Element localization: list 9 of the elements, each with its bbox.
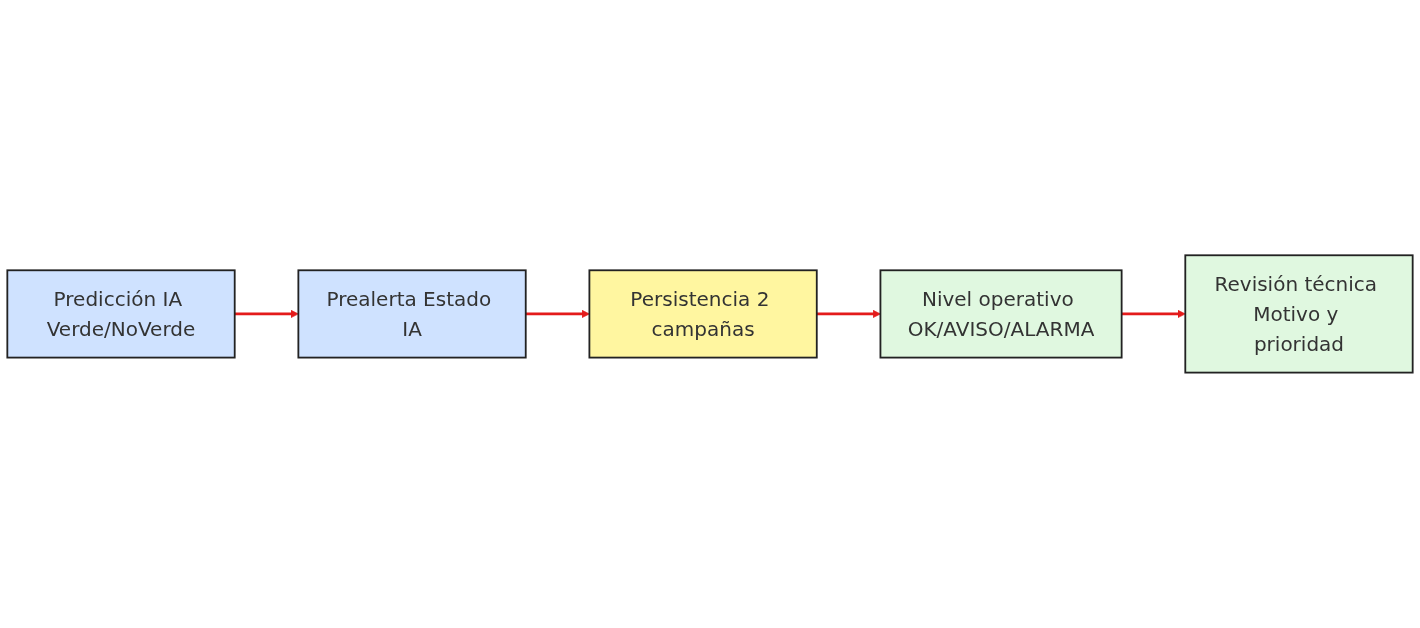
arrow [234, 310, 299, 318]
node-box: Nivel operativo OK/AVISO/ALARMA [879, 269, 1123, 359]
node-box: Revisión técnica Motivo y prioridad [1184, 254, 1414, 374]
node-box: Predicción IA Verde/NoVerde [6, 269, 236, 359]
node-box: Persistencia 2 campañas [588, 269, 818, 359]
arrow [1121, 310, 1186, 318]
arrow [525, 310, 590, 318]
node-box: Prealerta Estado IA [297, 269, 527, 359]
arrow [816, 310, 881, 318]
